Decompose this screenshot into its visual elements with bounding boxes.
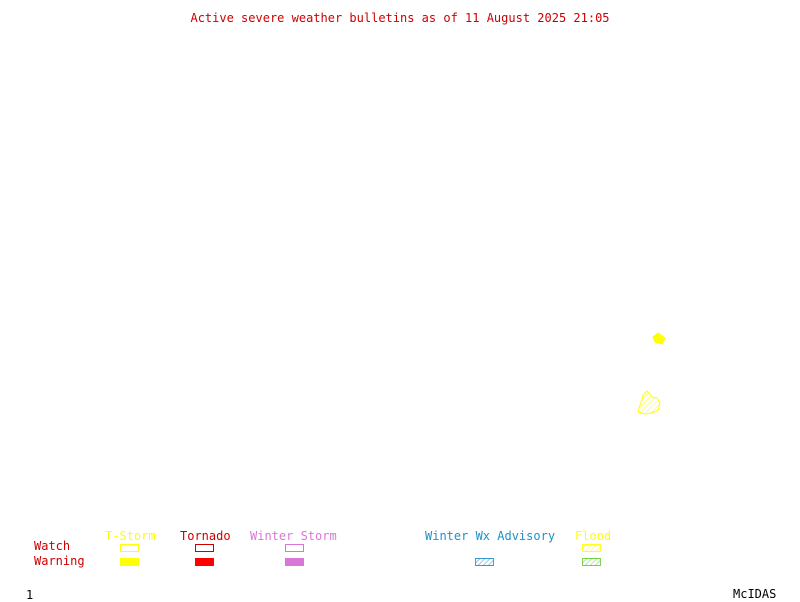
flood-warning-area <box>637 390 661 415</box>
flood-watch-swatch <box>582 544 601 552</box>
legend-col-tstorm: T-Storm <box>105 529 156 543</box>
legend-row-watch: Watch <box>34 539 71 553</box>
legend-col-tornado: Tornado <box>180 529 231 543</box>
winter-storm-warning-swatch <box>285 558 304 566</box>
legend-col-flood: Flood <box>575 529 612 543</box>
tstorm-warning-swatch <box>120 558 139 566</box>
tstorm-watch-swatch <box>120 544 139 552</box>
flood-warning-swatch <box>582 558 601 566</box>
legend-col-winter-wx-advisory: Winter Wx Advisory <box>425 529 556 543</box>
winter-storm-watch-swatch <box>285 544 304 552</box>
legend-row-warning: Warning <box>34 554 85 568</box>
tornado-watch-swatch <box>195 544 214 552</box>
legend-col-winter-storm: Winter Storm <box>250 529 337 543</box>
tstorm-warning-area <box>652 332 666 345</box>
winter-wx-advisory-swatch <box>475 558 494 566</box>
tornado-warning-swatch <box>195 558 214 566</box>
brand-label: McIDAS <box>733 587 777 601</box>
bulletin-title: Active severe weather bulletins as of 11… <box>190 11 610 25</box>
page-number: 1 <box>26 588 34 602</box>
